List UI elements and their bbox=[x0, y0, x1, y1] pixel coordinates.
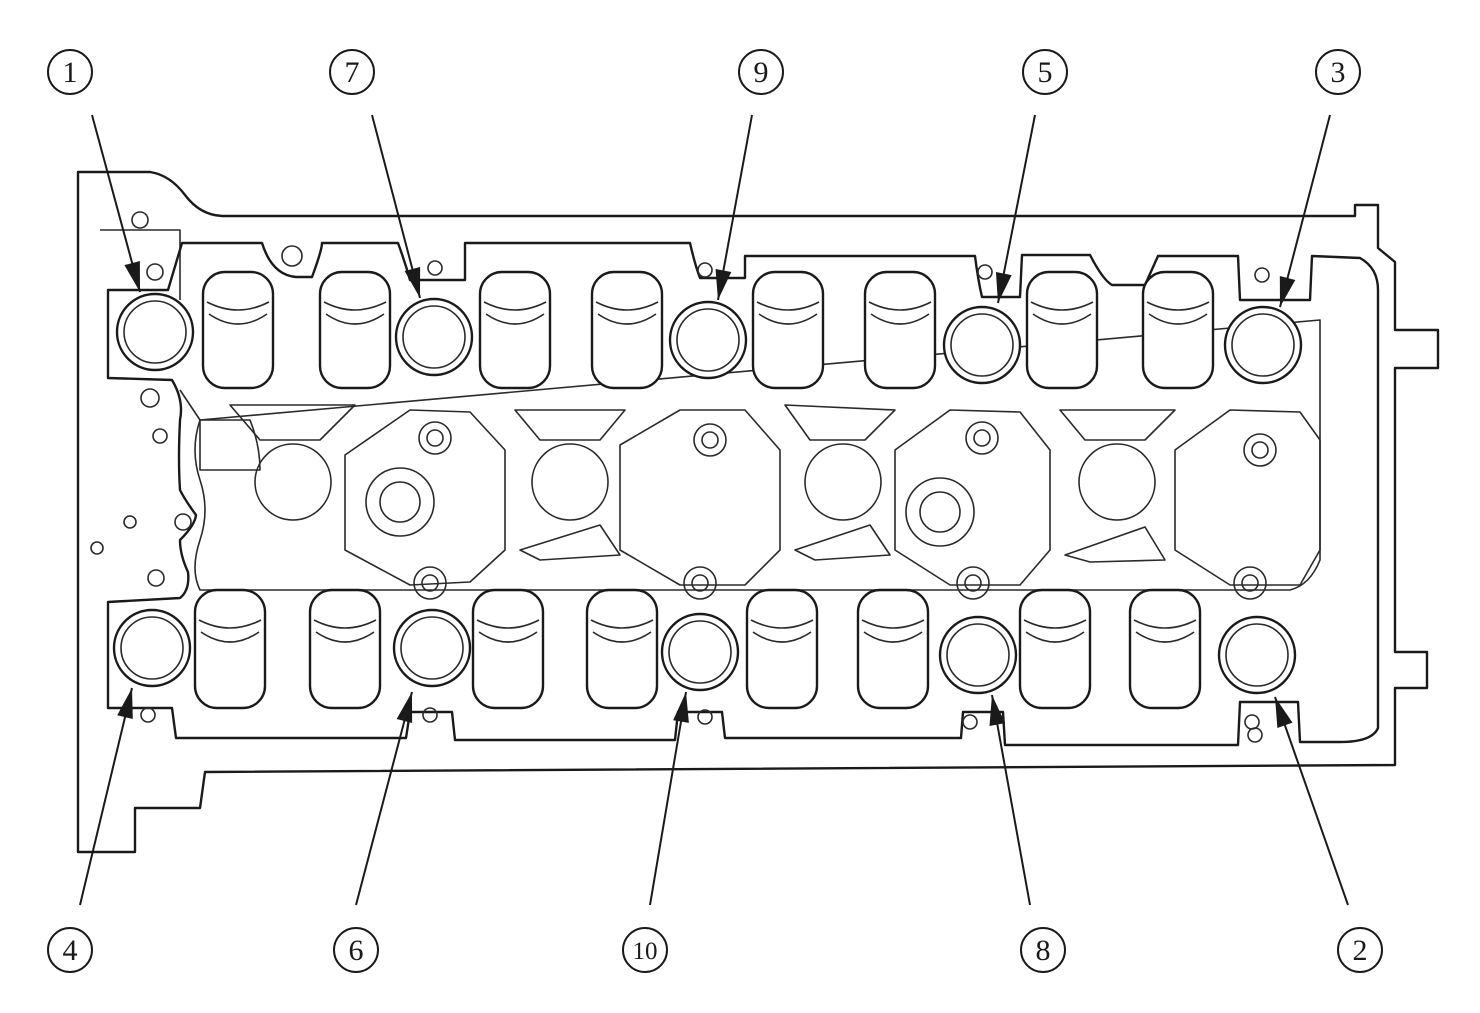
arrow-2 bbox=[1274, 696, 1349, 906]
lifter-top-2 bbox=[318, 270, 392, 390]
lifter-bottom-3 bbox=[471, 588, 545, 710]
head-inner-edge bbox=[100, 229, 181, 300]
chamber-surrounds bbox=[199, 404, 1321, 586]
lifter-bottom-4 bbox=[585, 588, 659, 710]
callout-5: 5 bbox=[1022, 49, 1068, 95]
callout-8: 8 bbox=[1020, 927, 1066, 973]
head-outline bbox=[76, 170, 1440, 854]
callout-9-text: 9 bbox=[754, 56, 769, 89]
callout-5-text: 5 bbox=[1038, 56, 1053, 89]
dowel-rings bbox=[365, 421, 1277, 600]
lifter-top-5 bbox=[751, 270, 825, 390]
arrow-10 bbox=[649, 691, 689, 906]
bolt-3 bbox=[1223, 305, 1303, 385]
lifter-bottom-7 bbox=[1018, 588, 1092, 710]
lifter-top-7 bbox=[1025, 270, 1099, 390]
lifter-bottom-8 bbox=[1128, 588, 1202, 710]
arrow-8 bbox=[989, 694, 1031, 906]
arrow-4 bbox=[79, 687, 133, 906]
bolt-5 bbox=[942, 305, 1022, 385]
lifter-top-4 bbox=[590, 270, 664, 390]
callout-9: 9 bbox=[738, 49, 784, 95]
callout-10: 10 bbox=[622, 927, 668, 973]
callout-10-text: 10 bbox=[633, 938, 658, 965]
callout-7-text: 7 bbox=[345, 56, 360, 89]
callout-2: 2 bbox=[1337, 927, 1383, 973]
callout-8-text: 8 bbox=[1036, 934, 1051, 967]
gasket-outline bbox=[106, 241, 1380, 747]
callout-7: 7 bbox=[329, 49, 375, 95]
callout-3-text: 3 bbox=[1331, 56, 1346, 89]
callout-4: 4 bbox=[47, 927, 93, 973]
lifter-bottom-2 bbox=[308, 588, 382, 710]
bolt-4 bbox=[112, 608, 192, 688]
lifter-top-3 bbox=[478, 270, 552, 390]
arrow-3 bbox=[1279, 114, 1331, 308]
arrow-7 bbox=[371, 114, 421, 299]
arrow-9 bbox=[715, 114, 753, 301]
head-bolts bbox=[112, 292, 1303, 695]
callout-1-text: 1 bbox=[63, 56, 78, 89]
callout-3: 3 bbox=[1315, 49, 1361, 95]
callout-4-text: 4 bbox=[63, 934, 78, 967]
bolt-10 bbox=[660, 612, 740, 692]
bolt-6 bbox=[392, 608, 472, 688]
bolt-2 bbox=[1217, 615, 1297, 695]
lifter-top-6 bbox=[863, 270, 937, 390]
arrow-5 bbox=[995, 114, 1036, 304]
callout-1: 1 bbox=[47, 49, 93, 95]
small-holes bbox=[90, 211, 1270, 743]
lifter-bottom-6 bbox=[856, 588, 930, 710]
lifter-top-1 bbox=[201, 270, 275, 390]
callout-2-text: 2 bbox=[1353, 934, 1368, 967]
bolt-7 bbox=[394, 297, 474, 377]
bolt-8 bbox=[938, 615, 1018, 695]
arrow-6 bbox=[355, 691, 413, 906]
callout-6-text: 6 bbox=[349, 934, 364, 967]
leader-arrows bbox=[79, 114, 1349, 906]
valve-lifters bbox=[193, 270, 1215, 710]
lifter-top-8 bbox=[1141, 270, 1215, 390]
bolt-1 bbox=[115, 292, 195, 372]
bolt-9 bbox=[668, 300, 748, 380]
lifter-bottom-5 bbox=[745, 588, 819, 710]
arrow-1 bbox=[91, 114, 141, 293]
chamber-rings bbox=[254, 443, 1156, 521]
lifter-bottom-1 bbox=[193, 588, 267, 710]
gasket-seal-line bbox=[179, 319, 1321, 591]
callout-6: 6 bbox=[333, 927, 379, 973]
